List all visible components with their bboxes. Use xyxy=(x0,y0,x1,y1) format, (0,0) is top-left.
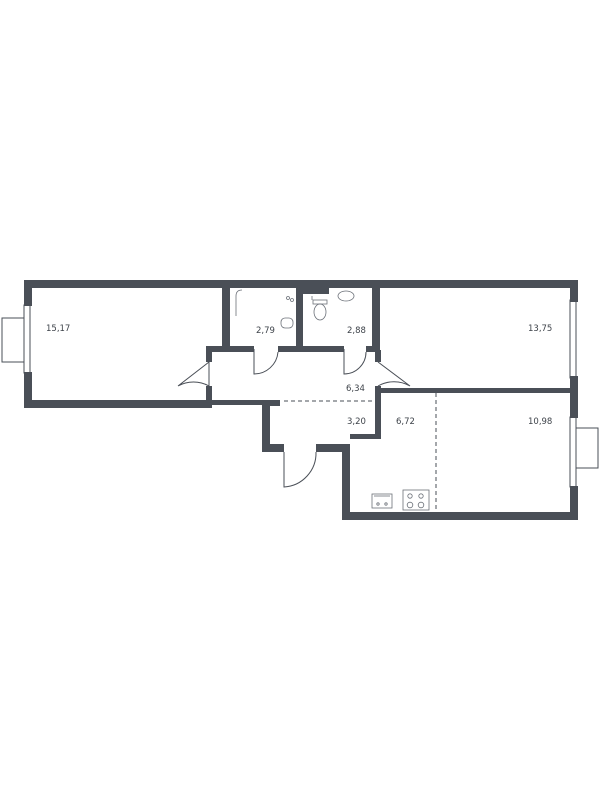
door-living xyxy=(177,360,210,387)
stove-icon xyxy=(402,489,430,511)
area-label-bedroom: 13,75 xyxy=(528,324,552,334)
door-bathroom xyxy=(253,349,279,375)
window-left xyxy=(1,304,31,374)
outer-walls xyxy=(24,280,578,520)
door-bedroom xyxy=(377,361,411,387)
door-entrance xyxy=(283,451,317,488)
bathtub-icon xyxy=(235,289,294,329)
area-label-hallway: 3,20 xyxy=(347,417,366,427)
area-label-living-room: 15,17 xyxy=(46,324,70,334)
window-right-bottom xyxy=(569,416,599,488)
area-label-dining: 10,98 xyxy=(528,417,552,427)
toilet-icon xyxy=(311,290,355,321)
window-right-top xyxy=(569,299,577,379)
area-label-toilet: 2,88 xyxy=(347,326,366,336)
area-label-corridor: 6,34 xyxy=(346,384,365,394)
area-label-kitchen: 6,72 xyxy=(396,417,415,427)
kitchen-sink-icon xyxy=(371,493,393,509)
interior-walls xyxy=(206,288,570,439)
door-toilet xyxy=(343,349,367,375)
area-label-bathroom: 2,79 xyxy=(256,326,275,336)
